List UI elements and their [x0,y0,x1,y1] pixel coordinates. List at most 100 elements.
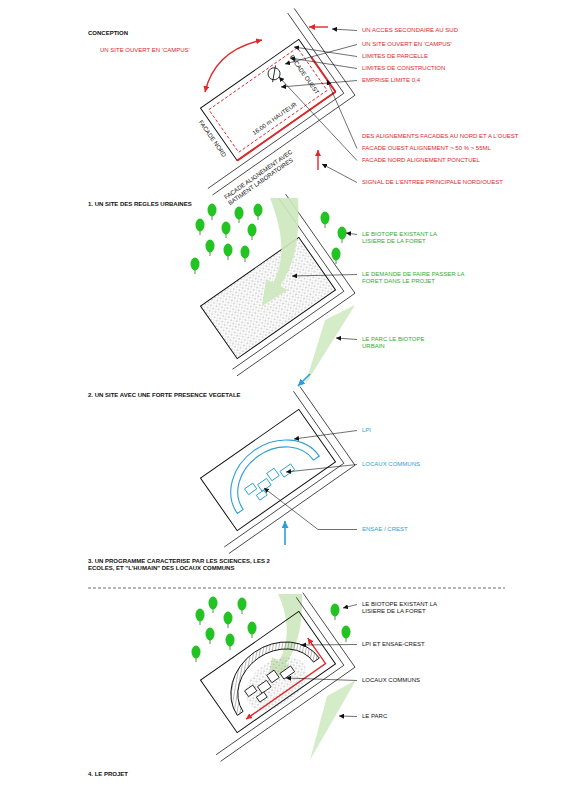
tree-symbol [248,622,257,639]
tree-symbol [222,222,231,239]
tree-symbol [209,597,218,614]
callout-label: UN SITE OUVERT EN 'CAMPUS' [100,47,190,54]
room-block [267,670,280,683]
road [174,387,355,554]
access-arrow [284,521,286,545]
tree-symbol [191,258,200,275]
lpi-building [213,422,319,514]
callout-label: FACADE OUEST ALIGNEMENT > 50 % > 55ML [362,145,491,152]
callout-label: LIMITES DE CONSTRUCTION [362,65,445,72]
tree-crown [209,597,218,610]
callout-label: ENSAE / CREST [362,526,408,533]
leader-line [292,275,357,277]
site-outline [200,611,335,732]
tree-symbol [241,246,250,263]
entrance-arrow [317,150,318,170]
panel-caption: 3. UN PROGRAMME CARACTERISE PAR LES SCIE… [88,558,278,572]
tree-crown [238,598,247,611]
tree-symbol [226,634,235,651]
leader-lines-4 [286,605,357,717]
tree-crown [338,227,347,240]
tree-symbol [235,207,244,224]
site-plan-1 [152,8,355,195]
callout-label: FACADE NORD ALIGNEMENT PONCTUEL [362,157,480,164]
tree-symbol [192,646,201,663]
separator [88,588,505,589]
callout-label: LE BIOTOPE EXISTANT LA LISIERE DE LA FOR… [362,231,440,245]
common-rooms [245,661,298,706]
tree-crown [206,240,215,253]
site-plan-4 [168,593,355,762]
dimension-label: FACADE NORD [197,119,228,159]
leader-lines-3 [264,431,357,530]
tree-crown [241,246,250,259]
compass-needle [266,65,283,82]
tree-symbol [224,244,233,261]
parcel-limit [200,39,335,160]
tree-crown [332,248,341,261]
tree-symbol [208,204,217,221]
leader-line [294,47,357,57]
room-block [245,685,257,696]
tree-symbol [248,224,257,241]
callout-label: LOCAUX COMMUNS [362,677,420,684]
callout-label: LIMITES DE PARCELLE [362,53,428,60]
tree-symbol [224,612,233,629]
tree-symbol [196,219,205,236]
leader-lines-2 [292,233,357,340]
forest-edge [191,204,347,275]
tree-crown [235,207,244,220]
tree-crown [248,224,257,237]
tree-symbol [238,598,247,615]
tree-crown [224,244,233,257]
room-block [258,478,272,491]
room-block [280,666,295,679]
callout-label: LE DEMANDE DE FAIRE PASSER LA FORET DANS… [362,271,472,285]
panel-caption: 1. UN SITE DES REGLES URBAINES [88,201,192,208]
road [152,8,355,195]
tree-crown [196,219,205,232]
callout-label: LE PARC [362,713,387,720]
room-block [256,490,267,500]
site-plan-3 [174,387,355,554]
tree-crown [208,204,217,217]
tree-crown [248,622,257,635]
tree-crown [226,634,235,647]
leader-line [322,164,357,183]
callout-label: DES ALIGNEMENTS FACADES AU NORD ET A L'O… [362,133,518,140]
page-title: CONCEPTION [88,30,128,37]
tree-symbol [338,227,347,244]
tree-crown [254,204,263,217]
tree-symbol [206,628,215,645]
tree-symbol [196,609,205,626]
panel-caption: 4. LE PROJET [88,771,128,778]
tree-crown [196,609,205,622]
tree-crown [224,612,233,625]
common-rooms [245,459,298,504]
leader-line [294,431,357,440]
callout-label: LE PARC LE BIOTOPE URBAIN [362,336,426,350]
tree-crown [331,604,340,617]
access-arrow [309,26,328,27]
lpi-ensae-building [213,624,319,716]
leader-line [301,644,357,646]
tree-symbol [332,248,341,265]
callout-label: LE BIOTOPE EXISTANT LA LISIERE DE LA FOR… [362,601,440,615]
callout-label: LPI [362,427,371,434]
leader-line [327,80,357,149]
tree-symbol [321,212,330,229]
leader-line [286,465,357,473]
forest-edge [192,597,351,663]
forest-corridor [262,198,298,306]
leader-line [332,29,357,31]
facade-alignment [213,57,335,160]
dimension-label: 16.00 m HAUTEUR [251,101,298,137]
leader-line [346,233,357,235]
dimension-label: FACADE ALIGNEMENT AVEC BATIMENT LABORATO… [223,143,307,208]
tree-crown [222,222,231,235]
leader-line [343,605,357,609]
room-block [256,692,267,702]
callout-label: UN ACCES SECONDAIRE AU SUD [362,27,458,34]
